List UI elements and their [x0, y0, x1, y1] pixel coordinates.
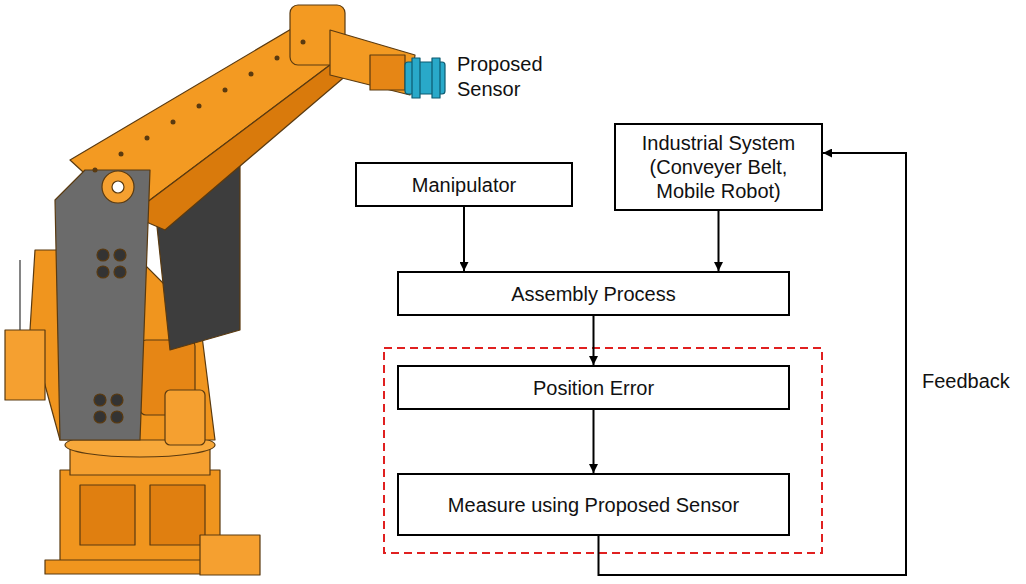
measure-box: Measure using Proposed Sensor: [397, 473, 790, 536]
box-text: Manipulator: [412, 173, 517, 197]
manipulator-box: Manipulator: [355, 162, 573, 207]
box-text: Measure using Proposed Sensor: [448, 493, 739, 517]
process-box: Assembly Process: [397, 271, 790, 316]
robot-base: [60, 470, 220, 570]
dashed-region: [384, 348, 822, 553]
edge-label: Feedback: [922, 369, 1010, 394]
system-box: Industrial System (Conveyer Belt, Mobile…: [614, 123, 823, 211]
callout-label: Proposed Sensor: [457, 52, 577, 102]
flow-arrow: [463, 207, 465, 271]
proposed-sensor: [405, 58, 445, 98]
error-box: Position Error: [397, 365, 790, 410]
box-text: Assembly Process: [511, 282, 676, 306]
box-text: Industrial System (Conveyer Belt, Mobile…: [624, 131, 813, 203]
flow-arrow: [593, 316, 595, 365]
flow-arrow: [718, 211, 720, 271]
box-text: Position Error: [533, 376, 654, 400]
flow-arrow: [593, 410, 595, 473]
